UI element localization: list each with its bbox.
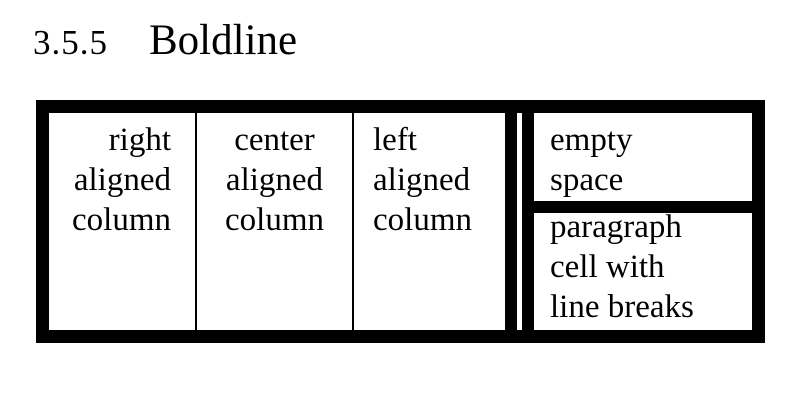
bold-vertical-rule-left (505, 113, 517, 330)
column-divider-2 (352, 113, 354, 330)
cell-line: line breaks (550, 289, 694, 325)
cell-line: left (373, 122, 417, 158)
section-number: 3.5.5 (33, 23, 108, 62)
bold-vertical-rule-right (522, 113, 534, 330)
cell-line: aligned (225, 162, 324, 198)
cell-right-aligned-column: right aligned column (49, 120, 171, 240)
cell-line: center (234, 122, 315, 158)
cell-line: column (225, 202, 324, 238)
cell-line: right (108, 122, 171, 158)
boldline-table: right aligned column center aligned colu… (36, 100, 765, 343)
cell-paragraph: paragraph cell with line breaks (550, 207, 750, 327)
cell-line: aligned (373, 162, 471, 198)
cell-line: space (550, 162, 624, 198)
cell-center-aligned-column: center aligned column (197, 120, 352, 240)
section-title: Boldline (149, 17, 298, 64)
cell-line: empty (550, 122, 633, 158)
cell-left-aligned-column: left aligned column (373, 120, 503, 240)
boldline-table-body: right aligned column center aligned colu… (49, 113, 752, 330)
cell-line: column (373, 202, 472, 238)
bold-horizontal-rule (522, 201, 752, 213)
cell-line: paragraph (550, 209, 682, 245)
cell-line: aligned (73, 162, 171, 198)
cell-line: cell with (550, 249, 665, 285)
section-heading: 3.5.5 Boldline (33, 16, 297, 65)
column-divider-1 (195, 113, 197, 330)
cell-line: column (72, 202, 171, 238)
cell-empty-space: empty space (550, 120, 750, 200)
